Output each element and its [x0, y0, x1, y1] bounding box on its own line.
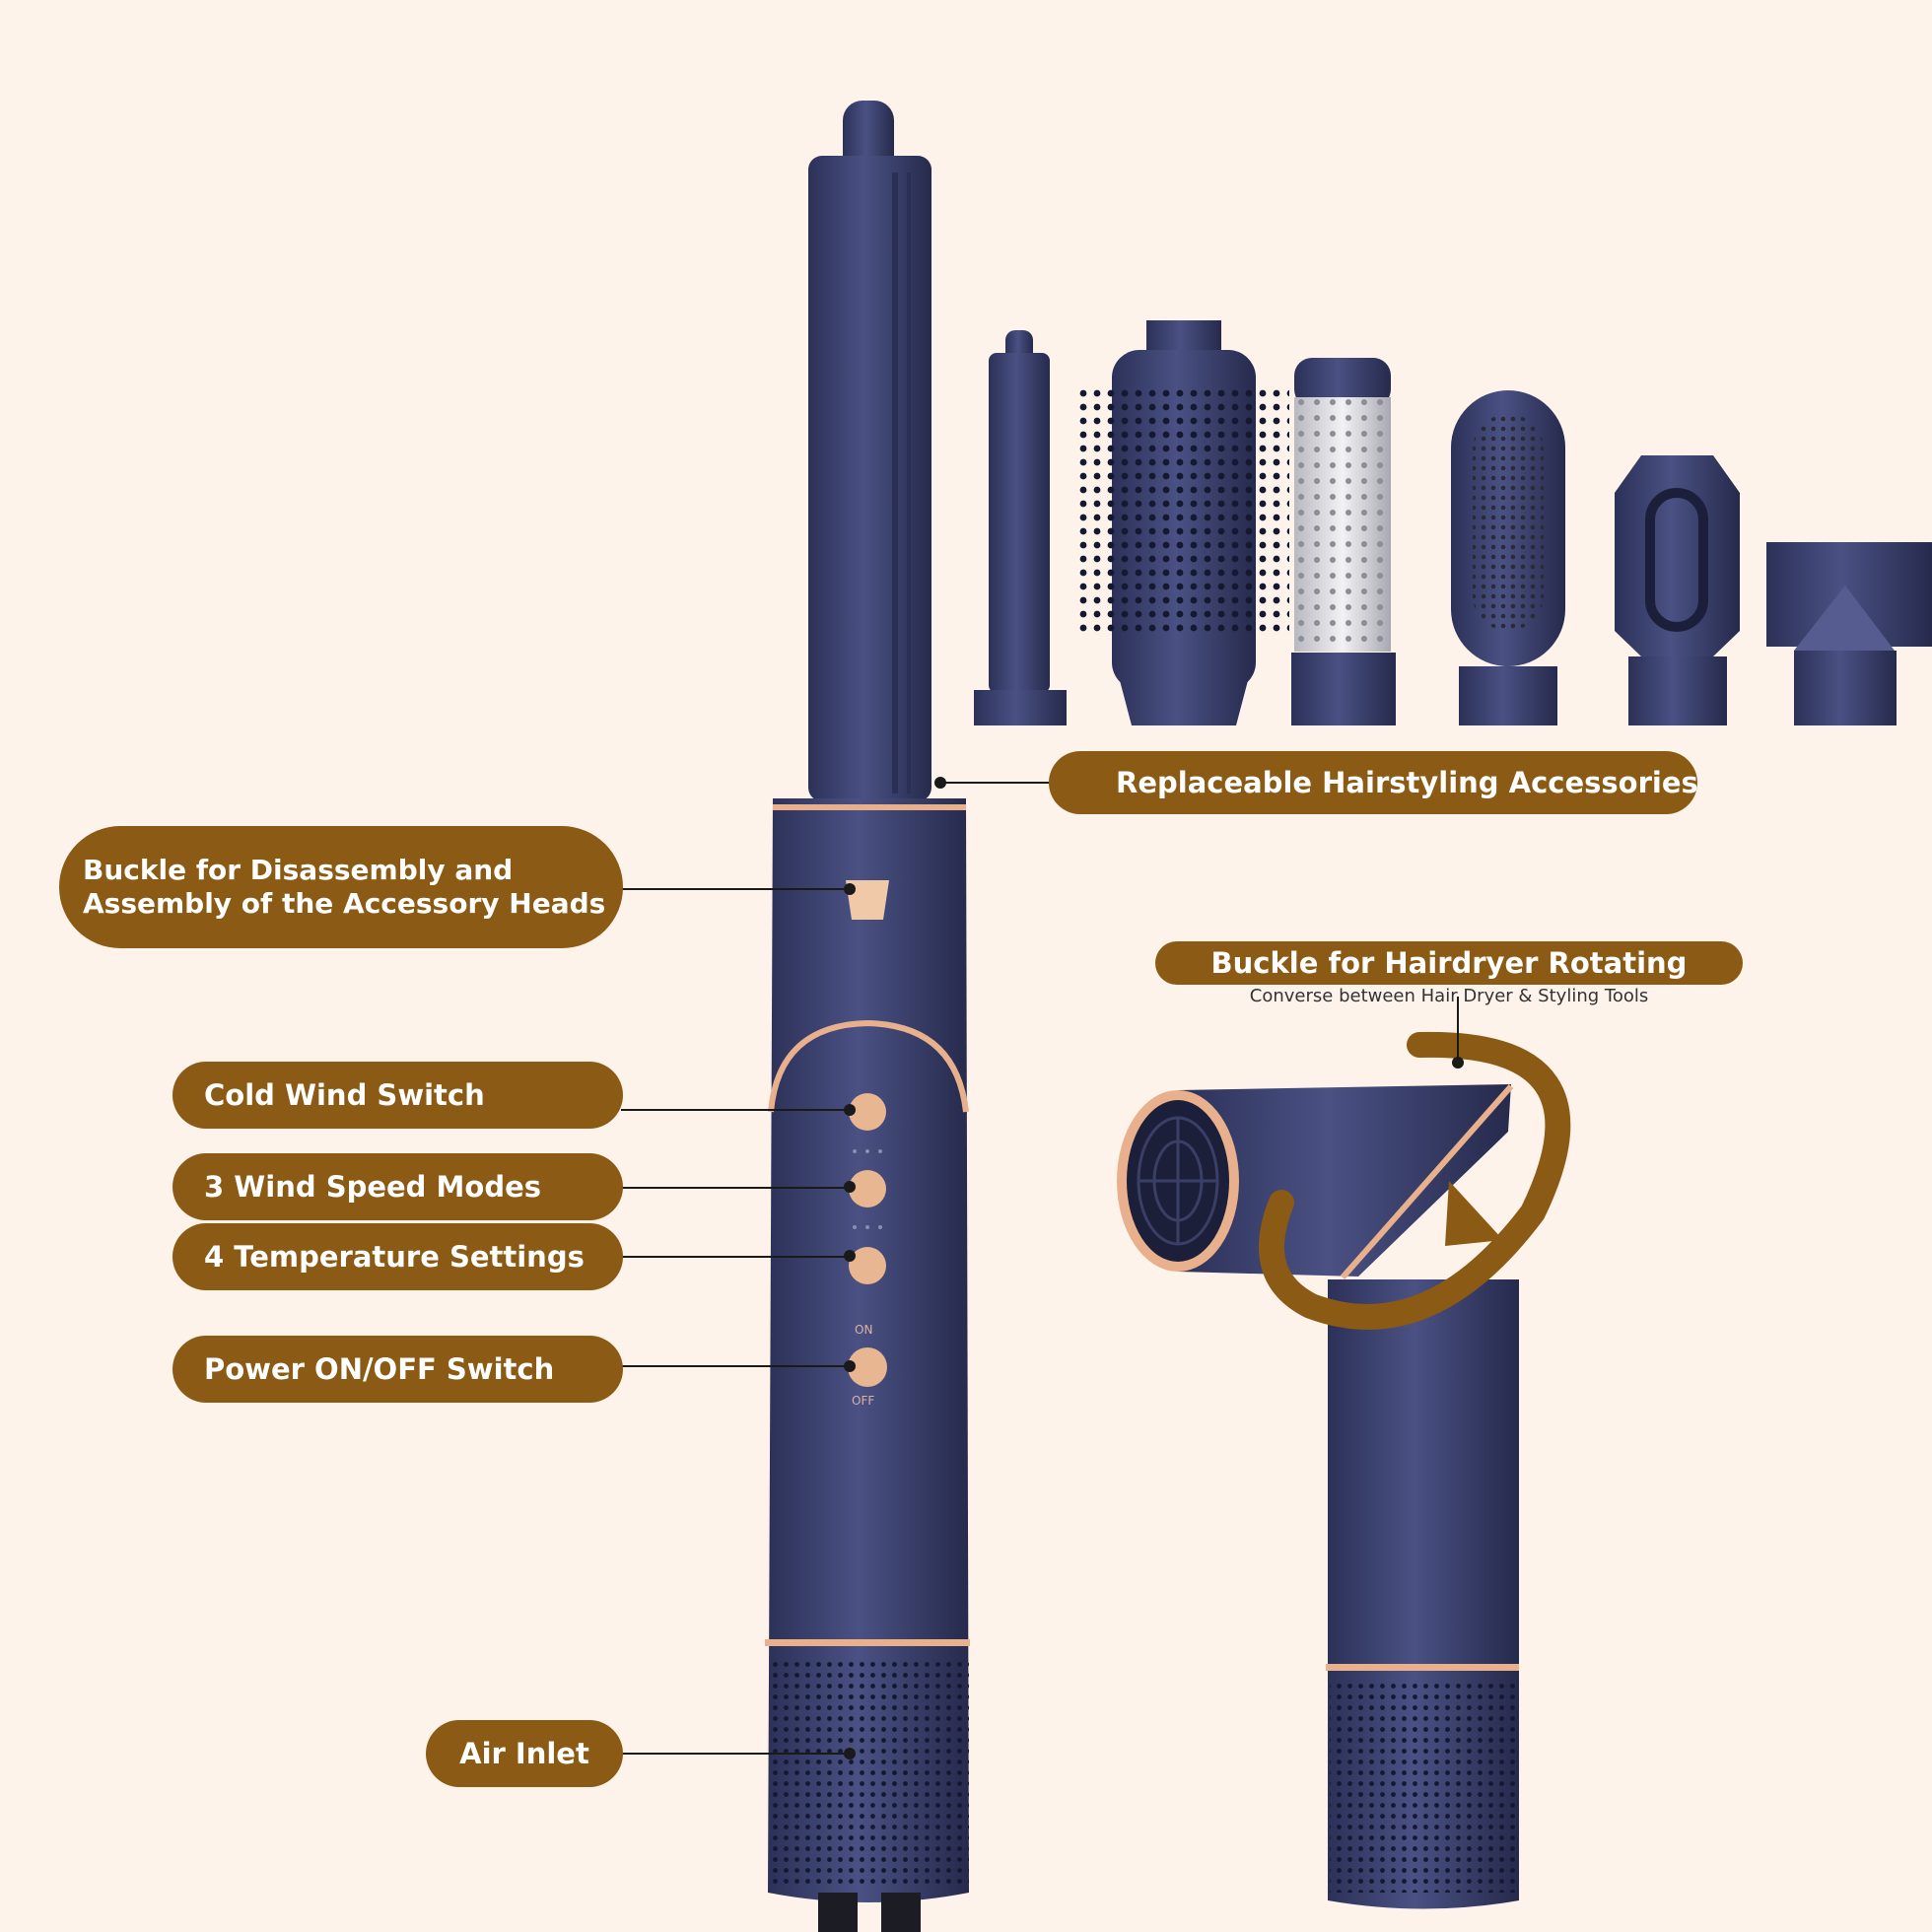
- leader-cold-wind: [621, 1109, 850, 1111]
- pointer-dot: [844, 1360, 856, 1372]
- rotation-seam: [1340, 1084, 1514, 1279]
- leader-accessories: [940, 782, 1049, 784]
- temperature-indicator-dots: [853, 1225, 882, 1229]
- label-text: Buckle for Disassembly and: [83, 854, 514, 886]
- buckle-icon: [846, 880, 889, 920]
- rotation-arrow: [1259, 1031, 1571, 1330]
- accessory-diffuser-nozzle: [1615, 455, 1740, 725]
- air-inlet-mesh: [768, 1656, 969, 1885]
- temperature-button: [849, 1247, 886, 1284]
- power-on-text: ON: [855, 1323, 873, 1337]
- speed-indicator-dots: [853, 1149, 882, 1153]
- label-text: Replaceable Hairstyling Accessories: [1116, 766, 1698, 799]
- cold-wind-button: [849, 1093, 886, 1131]
- label-wind-speed-modes: 3 Wind Speed Modes: [172, 1153, 623, 1220]
- accessory-paddle-brush: [1451, 390, 1565, 725]
- leader-air-inlet: [621, 1753, 850, 1755]
- main-styler: [765, 101, 970, 1932]
- label-temperature-settings: 4 Temperature Settings: [172, 1223, 623, 1290]
- label-power-switch: Power ON/OFF Switch: [172, 1336, 623, 1403]
- air-inlet-mesh: [1330, 1680, 1517, 1893]
- hairdryer-assembly: [1117, 1031, 1571, 1909]
- label-text: Assembly of the Accessory Heads: [83, 887, 606, 920]
- pointer-dot: [1452, 1057, 1464, 1069]
- label-text: 3 Wind Speed Modes: [204, 1170, 542, 1204]
- power-button: [848, 1347, 887, 1387]
- label-replaceable-accessories: Replaceable Hairstyling Accessories: [1049, 751, 1698, 814]
- leader-wind-speed: [621, 1187, 850, 1189]
- wind-speed-button: [849, 1170, 886, 1208]
- label-buckle-accessory-heads: Buckle for Disassembly and Assembly of t…: [59, 826, 623, 948]
- label-text: Power ON/OFF Switch: [204, 1352, 555, 1386]
- rose-gold-ring: [773, 804, 966, 810]
- leader-power: [621, 1365, 850, 1367]
- pointer-dot: [934, 777, 946, 789]
- label-buckle-hairdryer-rotating: Buckle for Hairdryer Rotating: [1155, 941, 1743, 985]
- curling-barrel: [808, 156, 932, 801]
- accessory-concentrator-nozzle: [1766, 542, 1932, 725]
- label-text: Cold Wind Switch: [204, 1078, 485, 1112]
- label-air-inlet: Air Inlet: [426, 1720, 623, 1787]
- rose-gold-ring: [1326, 1664, 1519, 1671]
- control-panel-arc: [768, 1019, 969, 1113]
- power-cord: [818, 1893, 921, 1932]
- label-text: Buckle for Hairdryer Rotating: [1210, 946, 1688, 980]
- rose-gold-ring: [765, 1639, 970, 1646]
- pointer-dot: [844, 1250, 856, 1262]
- pointer-dot: [844, 1181, 856, 1193]
- label-buckle-rotating-subtitle: Converse between Hair Dryer & Styling To…: [1249, 986, 1649, 1006]
- leader-temperature: [621, 1256, 850, 1258]
- accessory-ceramic-barrel: [1291, 358, 1396, 725]
- label-text: 4 Temperature Settings: [204, 1240, 585, 1274]
- label-text: Air Inlet: [459, 1737, 589, 1770]
- barrel-slot: [892, 172, 898, 794]
- power-off-text: OFF: [852, 1394, 875, 1408]
- pointer-dot: [844, 1104, 856, 1116]
- label-cold-wind-switch: Cold Wind Switch: [172, 1062, 623, 1129]
- leader-buckle-rotating: [1457, 997, 1459, 1060]
- leader-buckle-heads: [621, 888, 850, 890]
- accessory-round-brush: [1078, 320, 1289, 725]
- accessory-curling-barrel: [974, 330, 1067, 725]
- pointer-dot: [844, 883, 856, 895]
- rotation-arrowhead: [1445, 1181, 1503, 1246]
- fan-grill: [1137, 1116, 1219, 1246]
- barrel-slot: [907, 172, 911, 794]
- pointer-dot: [844, 1748, 856, 1760]
